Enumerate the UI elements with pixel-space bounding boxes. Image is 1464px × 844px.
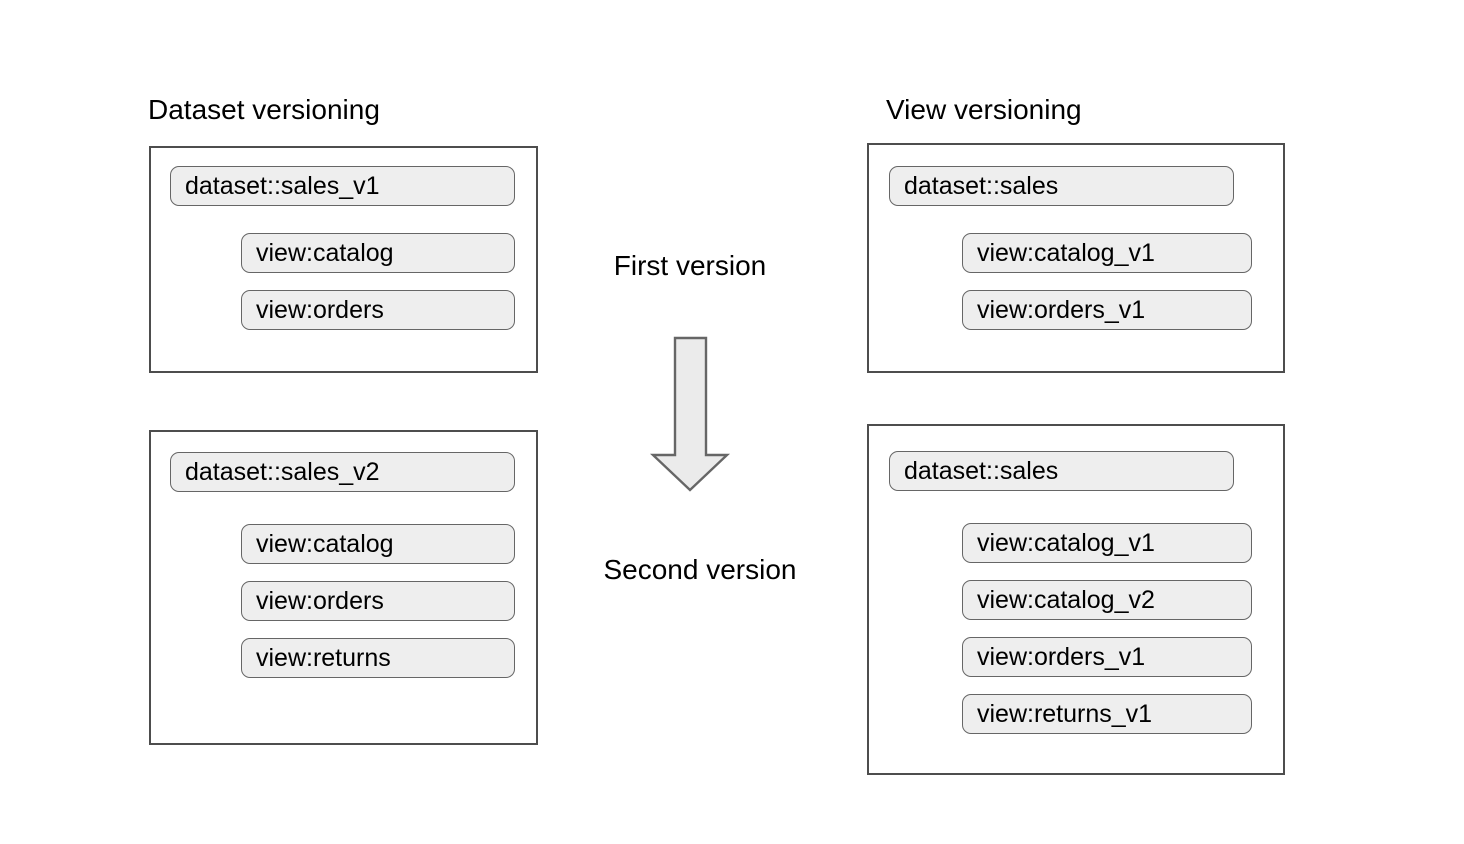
stage-label-second-version: Second version — [603, 554, 797, 585]
view-pill[interactable]: view:orders_v1 — [962, 637, 1252, 677]
view-pill[interactable]: view:orders — [241, 290, 515, 330]
group-box-view-versioning-v1: dataset::sales view:catalog_v1 view:orde… — [867, 143, 1285, 373]
dataset-pill[interactable]: dataset::sales — [889, 451, 1234, 491]
dataset-pill[interactable]: dataset::sales_v1 — [170, 166, 515, 206]
view-pill[interactable]: view:catalog — [241, 233, 515, 273]
stage-label-first-version: First version — [613, 250, 767, 281]
group-box-view-versioning-v2: dataset::sales view:catalog_v1 view:cata… — [867, 424, 1285, 775]
view-pill[interactable]: view:catalog — [241, 524, 515, 564]
view-pill[interactable]: view:returns_v1 — [962, 694, 1252, 734]
view-pill[interactable]: view:returns — [241, 638, 515, 678]
down-arrow-icon — [648, 333, 732, 495]
view-pill[interactable]: view:catalog_v2 — [962, 580, 1252, 620]
group-box-dataset-versioning-v1: dataset::sales_v1 view:catalog view:orde… — [149, 146, 538, 373]
group-box-dataset-versioning-v2: dataset::sales_v2 view:catalog view:orde… — [149, 430, 538, 745]
view-pill[interactable]: view:orders_v1 — [962, 290, 1252, 330]
dataset-pill[interactable]: dataset::sales — [889, 166, 1234, 206]
view-pill[interactable]: view:catalog_v1 — [962, 523, 1252, 563]
heading-view-versioning: View versioning — [886, 94, 1082, 125]
view-pill[interactable]: view:catalog_v1 — [962, 233, 1252, 273]
view-pill[interactable]: view:orders — [241, 581, 515, 621]
dataset-pill[interactable]: dataset::sales_v2 — [170, 452, 515, 492]
heading-dataset-versioning: Dataset versioning — [148, 94, 380, 125]
